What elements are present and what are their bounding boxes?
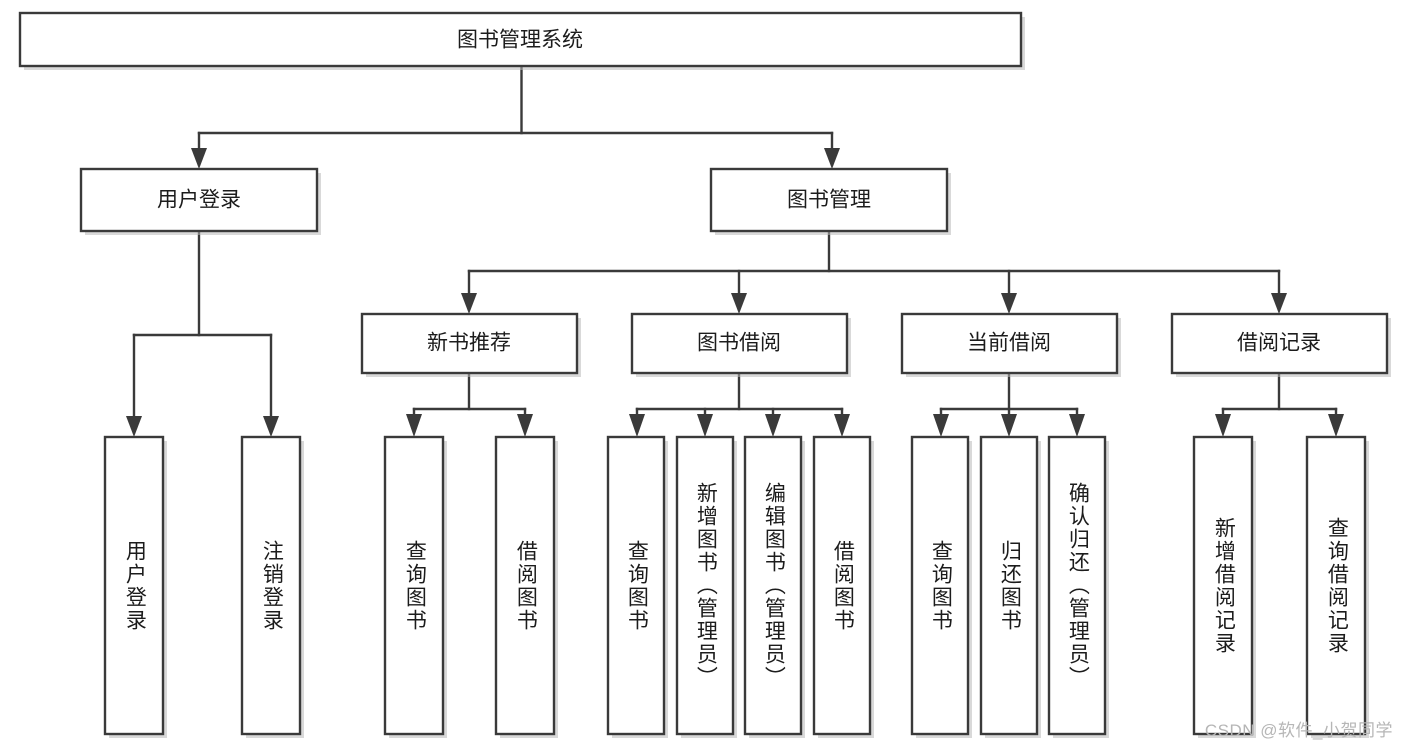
leaf-edit-book-box[interactable] bbox=[743, 435, 803, 736]
leaf-add-record-box[interactable] bbox=[1192, 435, 1254, 736]
leaf-logout-box[interactable] bbox=[240, 435, 302, 736]
node-borrow-record-box bbox=[1170, 312, 1389, 375]
node-borrow-record-label: 借阅记录 bbox=[1237, 332, 1321, 355]
arrow-to-leaf-add-book bbox=[697, 414, 713, 437]
leaf-query-book-c-box[interactable] bbox=[910, 435, 970, 736]
node-root-label: 图书管理系统 bbox=[457, 29, 583, 52]
watermark: CSDN @软件_小贺同学 bbox=[1204, 721, 1393, 740]
node-user-login-label: 用户登录 bbox=[157, 189, 241, 212]
arrow-to-leaf-query-book-c bbox=[933, 414, 949, 437]
arrow-to-leaf-query-record bbox=[1328, 414, 1344, 437]
node-root[interactable]: 图书管理系统 bbox=[18, 11, 1025, 70]
node-root-box bbox=[18, 11, 1023, 68]
arrow-to-leaf-borrow-book-b bbox=[834, 414, 850, 437]
node-book-management-label: 图书管理 bbox=[787, 189, 871, 212]
node-new-book-recommend-box bbox=[360, 312, 579, 375]
arrow-to-book-borrow bbox=[731, 293, 747, 314]
arrow-to-leaf-logout bbox=[263, 416, 279, 437]
node-book-management-box bbox=[709, 167, 949, 233]
node-new-book-recommend[interactable]: 新书推荐 bbox=[360, 312, 581, 377]
leaf-return-book-box[interactable] bbox=[979, 435, 1039, 736]
arrow-to-leaf-user-login bbox=[126, 416, 142, 437]
node-current-borrow-label: 当前借阅 bbox=[967, 332, 1051, 355]
connectors bbox=[126, 64, 1344, 437]
node-book-borrow[interactable]: 图书借阅 bbox=[630, 312, 851, 377]
node-book-borrow-label: 图书借阅 bbox=[697, 332, 781, 355]
node-current-borrow[interactable]: 当前借阅 bbox=[900, 312, 1121, 377]
arrow-to-leaf-query-book-b bbox=[629, 414, 645, 437]
leaf-user-login-box[interactable] bbox=[103, 435, 165, 736]
leaf-query-book-a-box[interactable] bbox=[383, 435, 445, 736]
node-book-borrow-box bbox=[630, 312, 849, 375]
node-borrow-record[interactable]: 借阅记录 bbox=[1170, 312, 1391, 377]
node-user-login[interactable]: 用户登录 bbox=[79, 167, 321, 235]
arrow-to-user-login bbox=[191, 148, 207, 169]
arrow-to-leaf-confirm-return bbox=[1069, 414, 1085, 437]
arrow-to-new-book-recommend bbox=[461, 293, 477, 314]
node-book-management[interactable]: 图书管理 bbox=[709, 167, 951, 235]
node-user-login-box bbox=[79, 167, 319, 233]
arrow-to-leaf-edit-book bbox=[765, 414, 781, 437]
leaf-borrow-book-a-box[interactable] bbox=[494, 435, 556, 736]
arrow-to-book-management bbox=[824, 148, 840, 169]
arrow-to-leaf-borrow-book-a bbox=[517, 414, 533, 437]
arrow-to-current-borrow bbox=[1001, 293, 1017, 314]
leaf-add-book-box[interactable] bbox=[675, 435, 735, 736]
leaf-query-record-box[interactable] bbox=[1305, 435, 1367, 736]
node-new-book-recommend-label: 新书推荐 bbox=[427, 332, 511, 355]
arrow-to-borrow-record bbox=[1271, 293, 1287, 314]
arrow-to-leaf-return-book bbox=[1001, 414, 1017, 437]
leaf-query-book-b-box[interactable] bbox=[606, 435, 666, 736]
leaf-confirm-return-box[interactable] bbox=[1047, 435, 1107, 736]
leaf-borrow-book-b-box[interactable] bbox=[812, 435, 872, 736]
node-current-borrow-box bbox=[900, 312, 1119, 375]
arrow-to-leaf-add-record bbox=[1215, 414, 1231, 437]
arrow-to-leaf-query-book-a bbox=[406, 414, 422, 437]
leaf-boxes bbox=[103, 435, 1369, 738]
